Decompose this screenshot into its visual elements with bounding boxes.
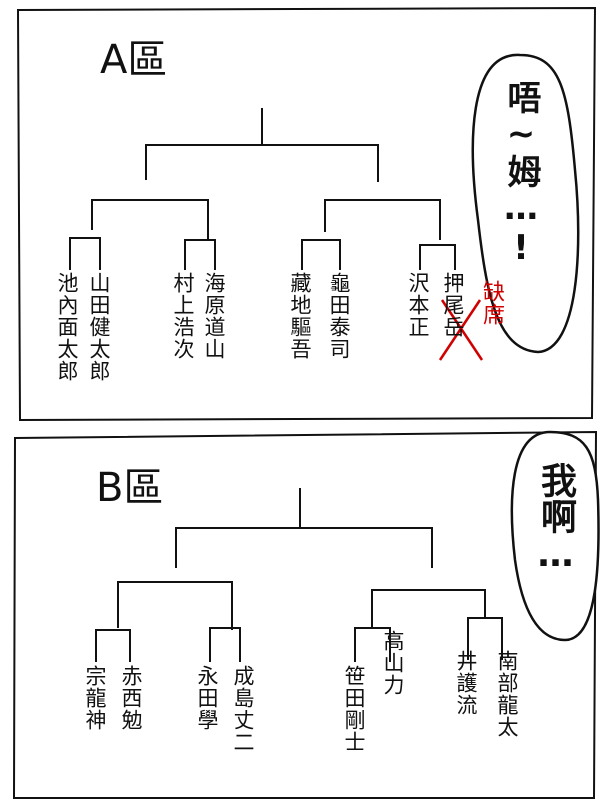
bracket-a [69,108,456,270]
player-name: 笹田剛士 [342,665,366,753]
player-name: 海原道山 [202,272,226,360]
player-name: 龜田泰司 [327,272,351,360]
player-name: 村上浩次 [171,272,195,360]
player-name-crossed: 押尾岳 [441,272,465,338]
speech-text-a: 唔~姆…! [501,80,541,268]
strike-mark [438,299,484,361]
player-name: 成島丈二 [231,665,255,753]
player-name: 宗龍神 [83,665,107,731]
speech-bubble-a [471,53,580,354]
player-name: 池內面太郎 [55,272,79,382]
player-name: 沢本正 [406,272,430,338]
speech-bubble-b [510,430,600,642]
panel-a-border [16,6,597,422]
player-name: 南部龍太 [495,650,519,738]
panel-b-title: B區 [96,465,164,511]
player-name: 高山力 [381,630,405,696]
speech-text-b: 我啊… [535,462,576,575]
absent-mark: 缺席 [479,280,504,326]
player-name: 藏地驅吾 [288,272,312,360]
panel-a-title: A區 [100,37,168,83]
player-name: 山田健太郎 [87,272,111,382]
player-name: 永田學 [195,665,219,731]
player-name: 井護流 [454,650,478,716]
player-name: 赤西勉 [119,665,143,731]
bracket-b [95,488,503,662]
panel-b-border [12,430,598,799]
